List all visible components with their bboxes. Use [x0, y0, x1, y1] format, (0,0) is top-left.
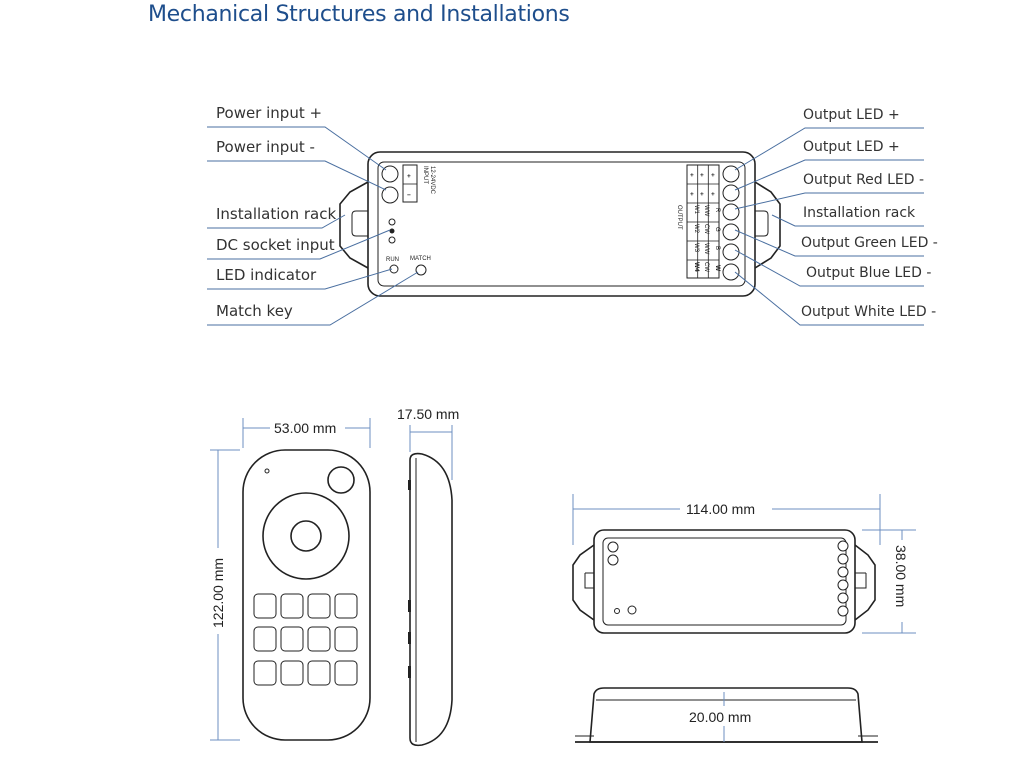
out-cell: B	[714, 246, 720, 250]
out-cell: W3	[693, 243, 699, 253]
label-output-red: Output Red LED -	[803, 172, 924, 188]
match-key	[415, 264, 427, 276]
out-cell: WW	[703, 243, 709, 255]
power-input-minus-terminal	[381, 186, 399, 204]
remote-front-view	[242, 449, 371, 741]
input-minus-sign: −	[407, 192, 411, 199]
label-power-input-plus: Power input +	[216, 104, 322, 122]
remote-depth-dimension-lines	[409, 425, 453, 480]
led-indicator	[389, 264, 399, 274]
input-plus-sign: +	[407, 173, 411, 180]
out-cell: W	[714, 265, 721, 272]
controller-inner-panel	[377, 161, 746, 287]
page-title: Mechanical Structures and Installations	[148, 2, 570, 27]
label-output-green: Output Green LED -	[801, 235, 938, 251]
label-output-led-plus-2: Output LED +	[803, 139, 900, 155]
remote-dimension-lines	[210, 418, 371, 741]
controller-top-view: + − INPUT 12-24VDC RUN MATCH + + + +	[339, 151, 781, 297]
output-green-terminal	[722, 223, 740, 241]
output-led-plus-terminal-1	[722, 165, 740, 183]
out-cell: +	[711, 172, 715, 179]
out-cell: +	[700, 172, 704, 179]
label-output-white: Output White LED -	[801, 304, 936, 320]
left-leader-lines	[207, 126, 419, 326]
out-cell: +	[690, 191, 694, 198]
match-label: MATCH	[410, 256, 431, 262]
controller-side-view	[575, 687, 878, 743]
out-cell: +	[711, 191, 715, 198]
out-cell: W1	[693, 205, 699, 215]
dc-socket-minus-symbol	[388, 236, 396, 244]
label-output-led-plus-1: Output LED +	[803, 107, 900, 123]
dc-socket-pin-symbol	[389, 228, 395, 234]
remote-depth-dimension: 17.50 mm	[397, 406, 459, 422]
right-ear-slot	[755, 210, 769, 237]
dc-socket-plus-symbol	[388, 218, 396, 226]
label-installation-rack-left: Installation rack	[216, 205, 336, 223]
label-led-indicator: LED indicator	[216, 266, 317, 284]
input-label: INPUT	[422, 166, 428, 184]
input-polarity-box	[402, 164, 418, 203]
right-leader-lines	[734, 127, 924, 326]
controller-side-body	[589, 687, 863, 743]
controller-length-dimension: 114.00 mm	[686, 501, 755, 517]
controller-width-dimension: 38.00 mm	[893, 545, 909, 607]
out-cell: W2	[693, 224, 699, 234]
remote-side-view	[408, 452, 453, 747]
out-cell: +	[700, 191, 704, 198]
label-power-input-minus: Power input -	[216, 138, 315, 156]
output-white-terminal	[722, 263, 740, 281]
out-cell: R	[714, 208, 720, 213]
output-table: + + + + + + W1 WW R W2 CW G W3 WW B W4 C…	[676, 164, 721, 279]
remote-keypad	[253, 593, 358, 686]
dim-left-ear	[572, 544, 595, 621]
out-cell: G	[714, 227, 720, 232]
label-match-key: Match key	[216, 302, 293, 320]
run-label: RUN	[386, 257, 399, 263]
remote-height-dimension: 122.00 mm	[210, 558, 226, 628]
out-cell: WW	[703, 205, 709, 217]
remote-width-dimension: 53.00 mm	[274, 420, 336, 436]
label-installation-rack-right: Installation rack	[803, 205, 916, 221]
remote-side-body	[409, 452, 453, 747]
controller-dimension-lines	[572, 494, 916, 634]
output-label: OUTPUT	[676, 205, 682, 230]
remote-led-dot	[264, 468, 270, 474]
output-red-terminal	[722, 203, 740, 221]
left-ear-slot	[351, 210, 368, 237]
controller-dimension-view	[572, 529, 876, 634]
out-cell: +	[690, 172, 694, 179]
output-led-plus-terminal-2	[722, 184, 740, 202]
controller-height-dimension: 20.00 mm	[689, 709, 751, 725]
out-cell: CW	[703, 262, 709, 272]
output-table-frame	[686, 164, 720, 279]
output-blue-terminal	[722, 243, 740, 261]
remote-power-button	[327, 466, 355, 494]
input-voltage-label: 12-24VDC	[429, 166, 435, 195]
remote-center-button	[290, 520, 322, 552]
out-cell: CW	[703, 224, 709, 234]
label-output-blue: Output Blue LED -	[806, 265, 931, 281]
label-dc-socket-input: DC socket input	[216, 236, 335, 254]
out-cell: W4	[693, 262, 700, 272]
